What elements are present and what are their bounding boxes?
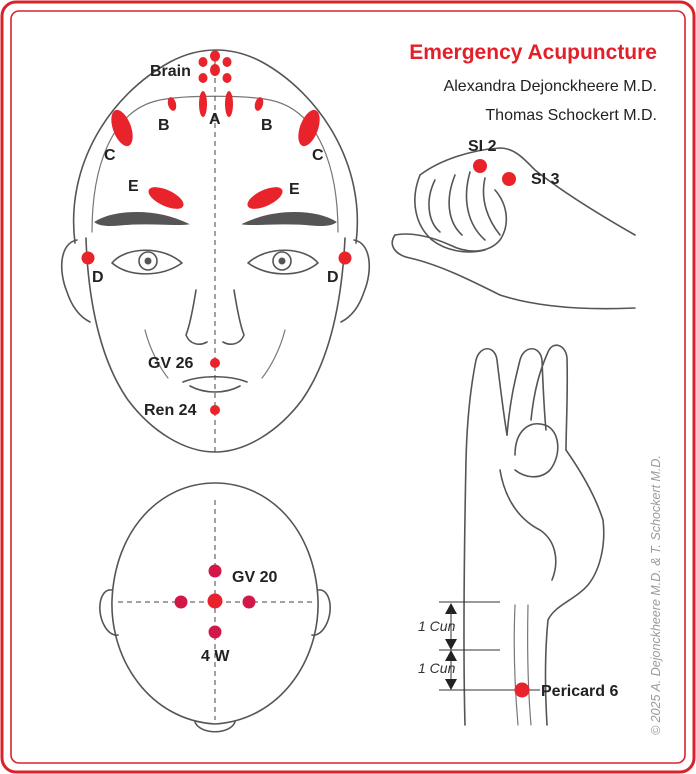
copyright-text: © 2025 A. Dejonckheere M.D. & T. Schocke… (649, 455, 663, 735)
point-ren24 (210, 405, 220, 415)
point-gv20 (207, 593, 223, 609)
point-si3 (502, 172, 516, 186)
diagram-title: Emergency Acupuncture (409, 41, 657, 64)
zone-c-left (111, 109, 133, 147)
cun-arrow-1-bottom (445, 639, 457, 650)
zone-a-left (199, 91, 207, 117)
label-b-right: B (261, 117, 273, 134)
zone-c-right (298, 109, 320, 147)
label-c-left: C (104, 147, 116, 164)
label-e-left: E (128, 178, 139, 195)
author-2: Thomas Schockert M.D. (485, 107, 657, 124)
cun-arrow-2-top (445, 650, 457, 661)
label-c-right: C (312, 147, 324, 164)
inner-frame (10, 10, 686, 764)
point-d-left (81, 251, 95, 265)
label-brain: Brain (150, 63, 191, 80)
head-top-illustration: GV 20 4 W (99, 482, 331, 733)
brain-zone (210, 50, 220, 62)
zone-b-right (254, 97, 264, 111)
label-4w: 4 W (201, 648, 230, 665)
point-4w-front (208, 564, 222, 578)
wrist-illustration: 1 Cun 1 Cun Pericard 6 (418, 344, 618, 726)
author-1: Alexandra Dejonckheere M.D. (444, 78, 657, 95)
cun-arrow-2-bottom (445, 679, 457, 690)
point-d-right (338, 251, 352, 265)
point-gv26 (210, 358, 220, 368)
zone-b-left (167, 97, 177, 111)
label-b-left: B (158, 117, 170, 134)
label-e-right: E (289, 181, 300, 198)
point-si2 (473, 159, 487, 173)
point-4w-right (242, 595, 256, 609)
label-pericard6: Pericard 6 (541, 683, 618, 700)
label-si2: SI 2 (468, 138, 497, 155)
label-gv26: GV 26 (148, 355, 193, 372)
label-d-left: D (92, 269, 104, 286)
point-4w-back (208, 625, 222, 639)
zone-a-right (225, 91, 233, 117)
label-a: A (209, 111, 221, 128)
cun-arrow-1-top (445, 603, 457, 614)
point-pericard6 (514, 682, 530, 698)
label-si3: SI 3 (531, 171, 560, 188)
zone-e-left (148, 187, 184, 209)
label-cun-2: 1 Cun (418, 660, 456, 676)
label-gv20: GV 20 (232, 569, 277, 586)
label-ren24: Ren 24 (144, 402, 197, 419)
label-d-right: D (327, 269, 339, 286)
zone-e-right (247, 187, 283, 209)
fist-illustration: SI 2 SI 3 (391, 138, 636, 310)
face-illustration: Brain A B B C C E E D D GV 26 Ren 24 (61, 49, 370, 455)
point-4w-left (174, 595, 188, 609)
label-cun-1: 1 Cun (418, 618, 456, 634)
